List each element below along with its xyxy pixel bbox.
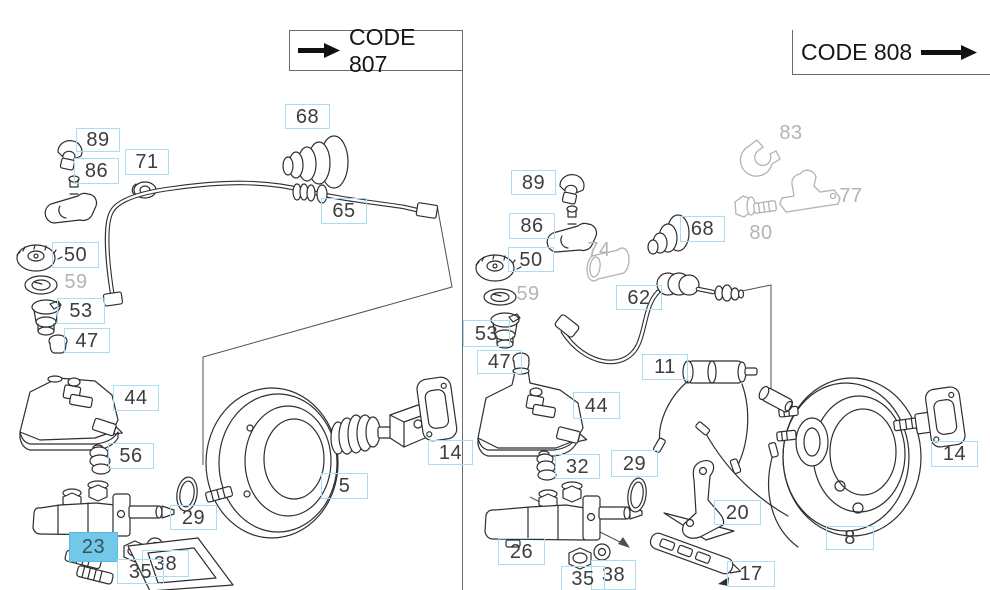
callout-808-8[interactable]: 8 (826, 526, 874, 550)
callout-807-56[interactable]: 56 (108, 443, 154, 469)
callout-807-14[interactable]: 14 (428, 440, 473, 465)
part-56-boot-drawing (89, 444, 111, 475)
part-20-bracket-drawing (682, 460, 725, 539)
callout-807-44[interactable]: 44 (113, 385, 159, 411)
part-50-cap-drawing-left (16, 244, 63, 272)
callout-807-50[interactable]: 50 (52, 242, 99, 268)
part-68-boot-drawing-right (647, 214, 690, 255)
leader-lines-left (202, 204, 453, 465)
part-89-clip-drawing-right (559, 174, 585, 205)
callout-808-35[interactable]: 35 (561, 566, 605, 590)
callout-808-62[interactable]: 62 (616, 285, 662, 310)
part-17-strip-drawing (649, 532, 742, 575)
callout-808-20[interactable]: 20 (714, 500, 761, 525)
callout-808-80: 80 (749, 221, 773, 244)
callout-808-44[interactable]: 44 (573, 392, 620, 419)
callout-807-65[interactable]: 65 (321, 198, 367, 224)
part-29-oring-drawing-left (176, 476, 198, 512)
callout-807-86[interactable]: 86 (74, 158, 119, 184)
callout-807-71[interactable]: 71 (125, 149, 169, 175)
callout-808-74: 74 (587, 238, 611, 261)
part-44-reservoir-drawing-left (19, 375, 123, 451)
callout-807-5[interactable]: 5 (321, 473, 368, 499)
code-808-label: CODE 808 (801, 38, 913, 65)
code-808-arrow-icon (921, 44, 978, 60)
part-89-clip-drawing-left (57, 140, 83, 171)
callout-808-89[interactable]: 89 (511, 170, 556, 195)
part-59-seal-drawing-right (483, 288, 517, 306)
part-14-gasket-drawing-left (416, 376, 458, 442)
part-59-seal-drawing-left (24, 275, 58, 295)
part-74-tube-drawing (586, 247, 630, 282)
callout-807-53[interactable]: 53 (57, 298, 105, 324)
part-77-bracket-drawing (779, 169, 841, 213)
part-32-boot-drawing (536, 450, 557, 481)
callout-807-38[interactable]: 38 (142, 550, 189, 577)
callout-807-59: 59 (64, 271, 88, 293)
callout-807-89[interactable]: 89 (76, 128, 120, 152)
part-14-gasket-drawing-right (924, 386, 966, 448)
callout-808-17[interactable]: 17 (727, 561, 775, 587)
callout-808-32[interactable]: 32 (555, 454, 600, 479)
part-26-master-cylinder-drawing (484, 481, 643, 548)
callout-808-11[interactable]: 11 (642, 354, 688, 380)
callout-807-35[interactable]: 35 (117, 559, 164, 584)
part-86-clip-drawing-right (546, 205, 598, 253)
part-8-booster-drawing (695, 377, 934, 548)
callout-807-68[interactable]: 68 (285, 104, 330, 129)
part-44-reservoir-drawing-right (477, 367, 588, 457)
part-50-cap-drawing-right (475, 254, 522, 282)
callout-807-29[interactable]: 29 (170, 505, 217, 530)
part-47-grommet-drawing-left (48, 334, 68, 354)
callout-808-86[interactable]: 86 (509, 213, 555, 239)
callout-808-26[interactable]: 26 (498, 538, 545, 565)
callout-808-50[interactable]: 50 (508, 247, 554, 272)
callout-808-47[interactable]: 47 (477, 350, 522, 374)
part-38-washer-drawing-right (593, 543, 611, 561)
code-807-box: CODE 807 (289, 24, 463, 77)
callout-808-14[interactable]: 14 (931, 441, 978, 467)
part-53-strainer-drawing-left (31, 299, 62, 336)
callout-808-83: 83 (779, 121, 803, 144)
part-23-master-cylinder-drawing (32, 480, 175, 543)
part-62-hose-drawing (554, 272, 745, 365)
callout-808-53[interactable]: 53 (463, 320, 510, 347)
part-29-oring-drawing-right (627, 477, 647, 513)
callout-807-47[interactable]: 47 (64, 328, 110, 353)
part-65-brake-pipe-drawing (102, 180, 439, 307)
callout-808-59: 59 (516, 282, 540, 305)
code-808-box: CODE 808 (792, 30, 990, 75)
callout-808-68[interactable]: 68 (680, 216, 725, 242)
callout-808-29[interactable]: 29 (611, 450, 658, 477)
part-68-boot-drawing-left (282, 135, 349, 189)
callout-808-77: 77 (839, 185, 863, 207)
callout-807-23-selected[interactable]: 23 (69, 532, 118, 562)
part-83-clamp-drawing (739, 139, 781, 177)
part-11-pump-drawing (653, 360, 758, 474)
small-arrow-icon (718, 577, 729, 586)
code-807-arrow-icon (298, 43, 340, 58)
code-807-label: CODE 807 (349, 23, 416, 77)
part-80-bolt-drawing (734, 195, 777, 218)
